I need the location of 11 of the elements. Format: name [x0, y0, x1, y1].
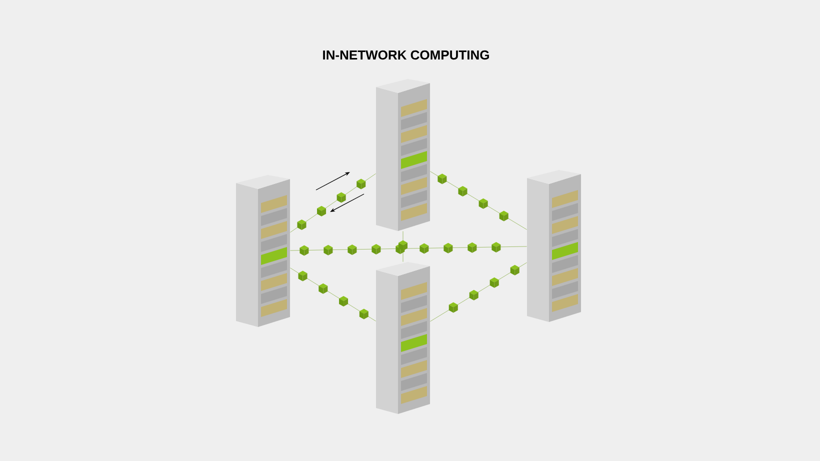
- server-rack-drawing: [236, 175, 290, 327]
- cube-chain: [290, 242, 527, 256]
- server-rack-drawing: [376, 262, 430, 414]
- cube-chain: [430, 171, 527, 230]
- server-rack-drawing: [527, 170, 581, 322]
- cube-chain: [290, 174, 376, 233]
- title: IN-NETWORK COMPUTING: [323, 50, 489, 60]
- cube-chain: [290, 268, 376, 322]
- server-rack-drawing: [376, 79, 430, 231]
- cube-chain: [430, 262, 527, 322]
- cube-chain: [398, 231, 408, 262]
